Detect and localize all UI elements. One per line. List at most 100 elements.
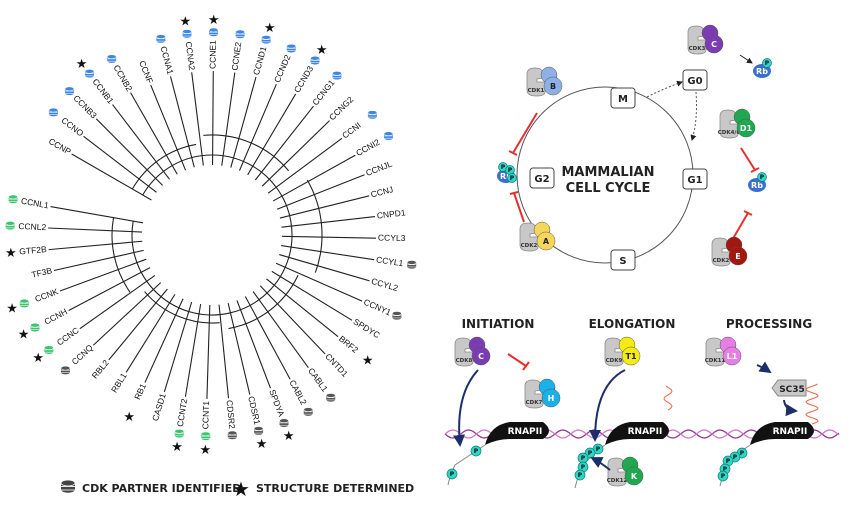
svg-text:K: K	[631, 472, 638, 481]
svg-text:T1: T1	[625, 352, 636, 361]
star-icon: ★	[5, 245, 17, 260]
rnapii-polymerase: RNAPII	[605, 422, 669, 445]
stage-elongation: ELONGATION	[589, 317, 676, 331]
tree-branch	[281, 235, 376, 239]
cdk-partner-icon	[310, 55, 320, 65]
tree-leaf-label: CDSR2	[224, 400, 237, 430]
star-icon: ★	[200, 442, 212, 457]
tree-branch	[236, 300, 271, 389]
tree-branch	[59, 258, 147, 292]
cdk-partner-icon	[19, 298, 30, 308]
phosphate-icon: P	[577, 452, 589, 464]
svg-text:P: P	[450, 471, 455, 478]
svg-text:CDK9: CDK9	[606, 358, 623, 364]
tree-branch	[261, 120, 330, 187]
tree-leaf-label: CCNT1	[200, 400, 211, 429]
svg-text:H: H	[548, 394, 555, 403]
rnapii-polymerase: RNAPII	[750, 422, 814, 445]
tree-branch	[272, 154, 356, 202]
tree-branch	[230, 76, 257, 168]
star-icon: ★	[362, 353, 374, 368]
svg-text:A: A	[543, 237, 550, 246]
tree-leaf-label: CCNE1	[208, 40, 218, 69]
svg-text:CDK7: CDK7	[526, 400, 543, 406]
tree-branch	[247, 93, 297, 176]
tree-branch	[279, 195, 370, 219]
cdk-complex-cdk1-b: CDK1 B	[526, 66, 563, 97]
svg-text:Rb: Rb	[500, 172, 512, 181]
star-icon: ★	[316, 42, 328, 57]
cdk-partner-icon	[60, 479, 76, 494]
cdk-partner-icon	[30, 322, 40, 332]
cdk-complex-cdk2-a: CDK2 A	[519, 221, 556, 252]
star-icon: ★	[18, 326, 30, 341]
tree-branch	[68, 267, 151, 311]
cdk-partner-icon	[227, 430, 238, 440]
tree-branch	[112, 104, 170, 180]
cdk-partner-icon	[303, 407, 313, 417]
svg-text:P: P	[510, 175, 515, 182]
svg-text:P: P	[760, 174, 765, 181]
legend: CDK PARTNER IDENTIFIED ★ STRUCTURE DETER…	[60, 479, 414, 501]
tree-branch	[48, 227, 143, 233]
tree-leaf-label: CCNA2	[184, 41, 198, 71]
phosphate-icon: P	[762, 58, 772, 68]
tree-internal-arc	[306, 179, 323, 273]
tree-branch	[163, 301, 193, 393]
svg-text:CDK2: CDK2	[521, 243, 538, 249]
sc35-splicing-factor: SC35	[771, 379, 807, 397]
cdk-partner-icon	[235, 29, 245, 39]
svg-text:CDK3: CDK3	[689, 46, 706, 52]
tree-branch	[211, 71, 214, 166]
svg-text:P: P	[581, 455, 586, 462]
tree-leaf-label: GTF2B	[19, 244, 48, 256]
cdk-partner-icon	[44, 345, 54, 355]
svg-text:S: S	[619, 256, 626, 267]
svg-text:P: P	[733, 454, 738, 461]
cdk-partner-icon	[279, 418, 289, 428]
svg-text:P: P	[501, 164, 506, 171]
svg-text:C: C	[478, 352, 484, 361]
svg-text:B: B	[550, 82, 556, 91]
svg-text:CDK12: CDK12	[607, 478, 628, 484]
svg-text:P: P	[508, 167, 513, 174]
tree-branch	[53, 249, 144, 272]
tree-branch	[259, 285, 326, 355]
cell-cycle-title-2: CELL CYCLE	[566, 181, 651, 196]
cdk-partner-icon	[182, 29, 192, 39]
tree-branch	[71, 153, 152, 201]
phosphate-icon: P	[505, 165, 515, 175]
star-icon: ★	[6, 301, 18, 316]
cdk-partner-icon	[253, 426, 264, 436]
svg-text:Rb: Rb	[756, 67, 768, 76]
svg-text:P: P	[726, 458, 731, 465]
tree-branch	[92, 282, 162, 346]
tree-branch	[83, 135, 157, 193]
phosphate-icon: P	[470, 445, 482, 457]
cdk-partner-icon	[156, 34, 166, 44]
cdk-partner-icon	[84, 69, 95, 79]
svg-text:P: P	[721, 473, 726, 480]
tree-leaf-label: CCYL1	[375, 254, 404, 268]
rna-transcript	[663, 385, 673, 411]
star-icon: ★	[123, 409, 135, 424]
cdk-partner-icon	[208, 27, 219, 37]
svg-text:P: P	[474, 448, 479, 455]
tree-branch	[267, 137, 343, 194]
tree-internal-arc	[203, 134, 290, 172]
tree-branch	[144, 298, 184, 383]
cdk-partner-icon	[48, 107, 59, 117]
tree-leaf-label: CCNL2	[18, 221, 47, 232]
svg-text:E: E	[735, 252, 740, 261]
tree-branch	[169, 76, 195, 168]
tree-branch	[130, 92, 178, 175]
svg-text:CDK1: CDK1	[528, 88, 545, 94]
tree-branch	[271, 270, 353, 321]
tree-branch	[50, 205, 144, 224]
